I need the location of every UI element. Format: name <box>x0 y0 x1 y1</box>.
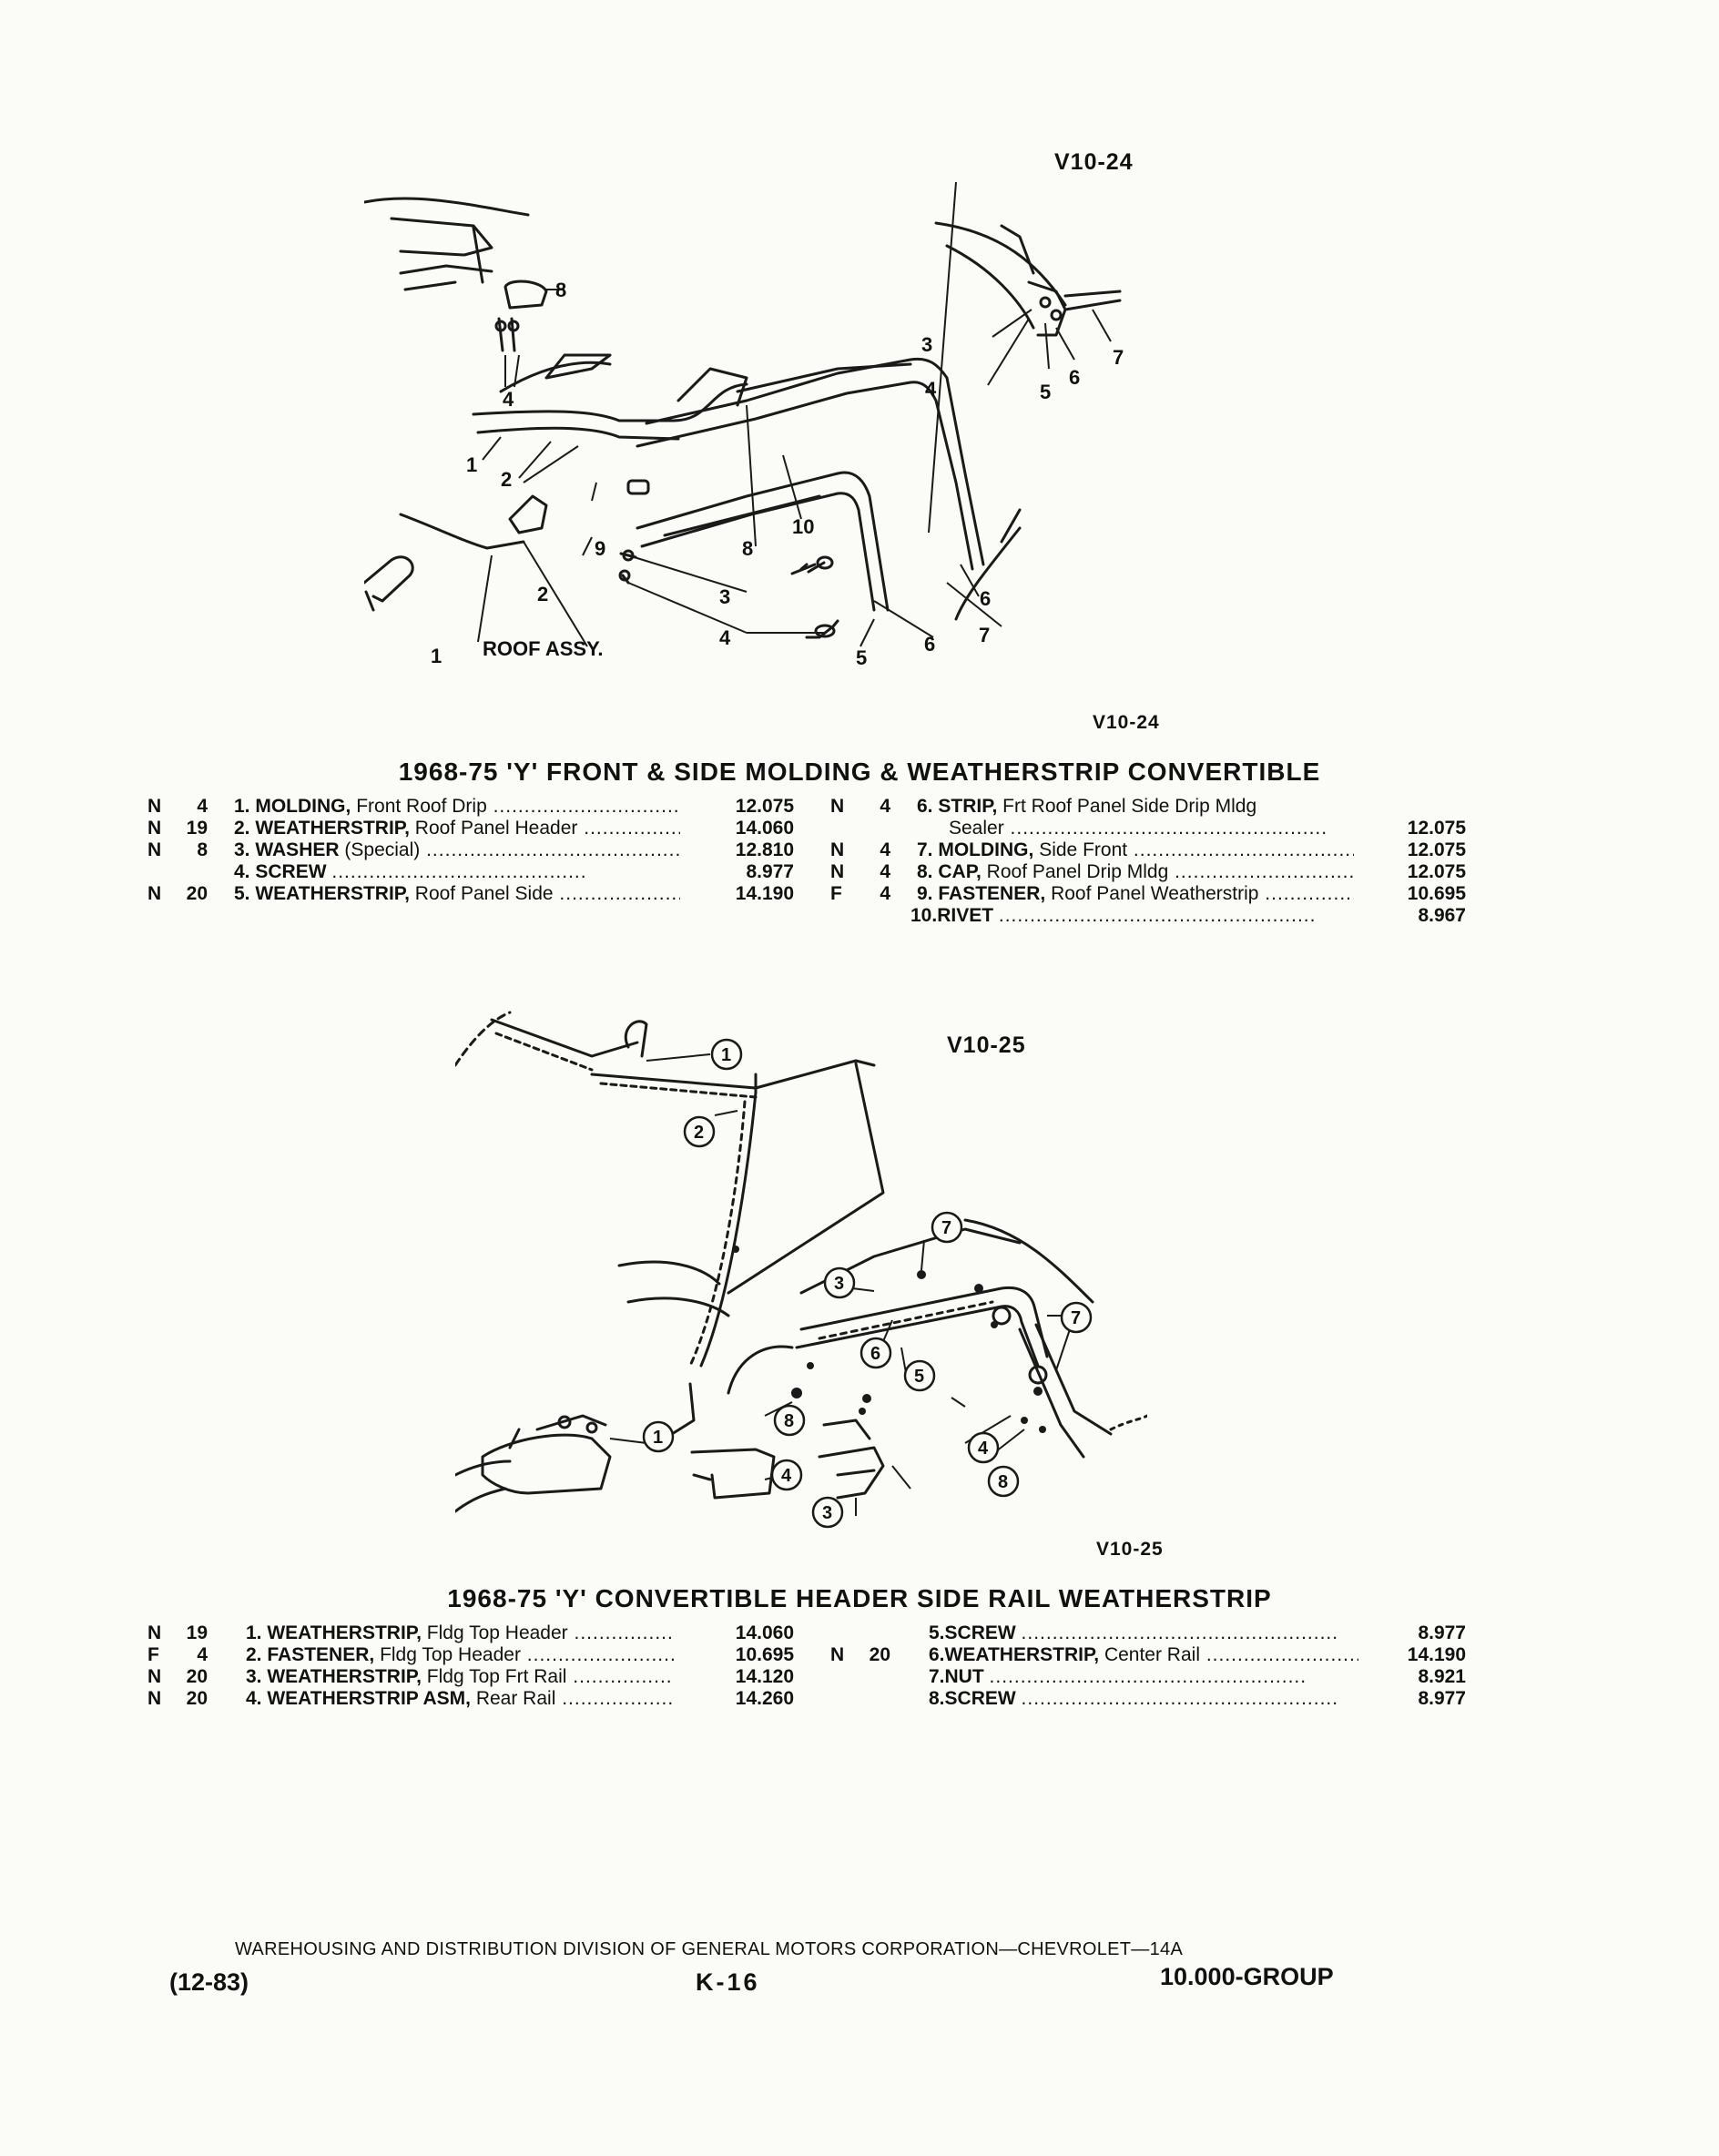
list-item: N 4 7. MOLDING, Side Front .............… <box>830 839 1466 860</box>
callout-circle-4: 4 <box>770 1459 803 1491</box>
parts-list-section1-right: N 4 6. STRIP, Frt Roof Panel Side Drip M… <box>830 796 1477 927</box>
svg-text:8: 8 <box>784 1411 794 1431</box>
roof-assy-label: ROOF ASSY. <box>483 637 603 660</box>
svg-text:1: 1 <box>721 1045 731 1065</box>
figure-code-v10-24-top: V10-24 <box>1054 149 1134 175</box>
callout-circle-8: 8 <box>773 1404 806 1437</box>
callout-5: 5 <box>856 646 867 669</box>
svg-text:7: 7 <box>941 1218 951 1238</box>
parts-list-section2-left: N 19 1. WEATHERSTRIP, Fldg Top Header ..… <box>147 1622 794 1710</box>
list-item: N 19 1. WEATHERSTRIP, Fldg Top Header ..… <box>147 1622 794 1643</box>
svg-text:4: 4 <box>781 1466 792 1486</box>
svg-text:6: 6 <box>870 1344 880 1364</box>
list-item: N 4 1. MOLDING, Front Roof Drip ........… <box>147 796 794 817</box>
callout-8: 8 <box>555 279 566 301</box>
figure-code-v10-25-top: V10-25 <box>947 1032 1026 1058</box>
callout-circle-6: 6 <box>860 1337 892 1369</box>
figure-code-v10-25-bottom: V10-25 <box>1096 1539 1164 1560</box>
section-title-front-side-molding: 1968-75 'Y' FRONT & SIDE MOLDING & WEATH… <box>398 758 1321 786</box>
list-item: 7.NUT ..................................… <box>929 1666 1466 1687</box>
callout-6c: 6 <box>1069 366 1080 389</box>
callout-3b: 3 <box>921 333 932 356</box>
callout-7b: 7 <box>1113 346 1124 369</box>
list-item: N 20 3. WEATHERSTRIP, Fldg Top Frt Rail … <box>147 1666 794 1687</box>
roof-molding-diagram: 8 4 2 1 9 2 1 8 10 3 4 5 6 7 6 3 4 5 6 7… <box>364 182 1124 669</box>
svg-text:1: 1 <box>653 1428 663 1448</box>
callout-2: 2 <box>501 468 512 491</box>
list-item: F 4 2. FASTENER, Fldg Top Header .......… <box>147 1644 794 1665</box>
callout-circle-7: 7 <box>931 1211 963 1244</box>
callout-circle-3b: 3 <box>811 1496 844 1529</box>
svg-text:3: 3 <box>834 1274 844 1294</box>
callout-circle-4b: 4 <box>967 1431 1000 1464</box>
callout-7: 7 <box>979 624 990 646</box>
list-item: N 20 4. WEATHERSTRIP ASM, Rear Rail ....… <box>147 1688 794 1709</box>
footer-page-number: K-16 <box>696 1968 760 1996</box>
list-item: F 4 9. FASTENER, Roof Panel Weatherstrip… <box>830 883 1466 904</box>
callout-10: 10 <box>792 515 814 538</box>
list-item: Sealer .................................… <box>949 818 1466 839</box>
callout-circle-3: 3 <box>823 1266 856 1299</box>
callout-5b: 5 <box>1040 381 1051 403</box>
parts-list-section2-right: 5.SCREW ................................… <box>830 1622 1477 1710</box>
callout-8b: 8 <box>742 537 753 560</box>
svg-text:5: 5 <box>914 1367 924 1387</box>
callout-circle-1: 1 <box>710 1038 743 1071</box>
figure-code-v10-24-bottom: V10-24 <box>1093 712 1160 733</box>
callout-6: 6 <box>924 633 935 656</box>
callout-2b: 2 <box>537 583 548 605</box>
svg-text:8: 8 <box>998 1472 1008 1492</box>
header-side-rail-diagram: 1 2 7 3 7 6 5 8 4 3 1 4 8 <box>455 1011 1147 1529</box>
list-item: 4. SCREW ...............................… <box>234 861 794 882</box>
callout-6b: 6 <box>980 587 991 610</box>
callout-4: 4 <box>503 388 514 411</box>
callout-circle-2: 2 <box>683 1115 716 1148</box>
section-title-header-side-rail: 1968-75 'Y' CONVERTIBLE HEADER SIDE RAIL… <box>447 1584 1272 1612</box>
svg-text:4: 4 <box>978 1439 989 1459</box>
list-item: N 4 6. STRIP, Frt Roof Panel Side Drip M… <box>830 796 1257 817</box>
callout-3: 3 <box>719 585 730 608</box>
list-item: N 20 5. WEATHERSTRIP, Roof Panel Side ..… <box>147 883 794 904</box>
callout-1b: 1 <box>431 645 442 667</box>
parts-list-section1-left: N 4 1. MOLDING, Front Roof Drip ........… <box>147 796 794 905</box>
callout-circle-7b: 7 <box>1060 1301 1093 1334</box>
callout-circle-5: 5 <box>903 1359 936 1392</box>
footer-date: (12-83) <box>169 1968 249 1996</box>
callout-4b: 4 <box>719 626 731 649</box>
list-item: N 20 6.WEATHERSTRIP, Center Rail .......… <box>830 1644 1466 1665</box>
callout-1: 1 <box>466 453 477 476</box>
callout-4c: 4 <box>925 378 937 401</box>
callout-9: 9 <box>595 537 605 560</box>
callout-circle-8b: 8 <box>987 1465 1020 1498</box>
list-item: N 19 2. WEATHERSTRIP, Roof Panel Header … <box>147 818 794 839</box>
footer-division: WAREHOUSING AND DISTRIBUTION DIVISION OF… <box>235 1939 1184 1959</box>
svg-text:2: 2 <box>694 1123 704 1143</box>
svg-text:7: 7 <box>1071 1308 1081 1328</box>
callout-circle-1b: 1 <box>642 1420 675 1453</box>
list-item: 10.RIVET ...............................… <box>910 905 1466 926</box>
list-item: 8.SCREW ................................… <box>929 1688 1466 1709</box>
list-item: 5.SCREW ................................… <box>929 1622 1466 1643</box>
svg-text:3: 3 <box>822 1503 832 1523</box>
footer-group: 10.000-GROUP <box>1160 1963 1334 1990</box>
list-item: N 4 8. CAP, Roof Panel Drip Mldg .......… <box>830 861 1466 882</box>
list-item: N 8 3. WASHER (Special) ................… <box>147 839 794 860</box>
